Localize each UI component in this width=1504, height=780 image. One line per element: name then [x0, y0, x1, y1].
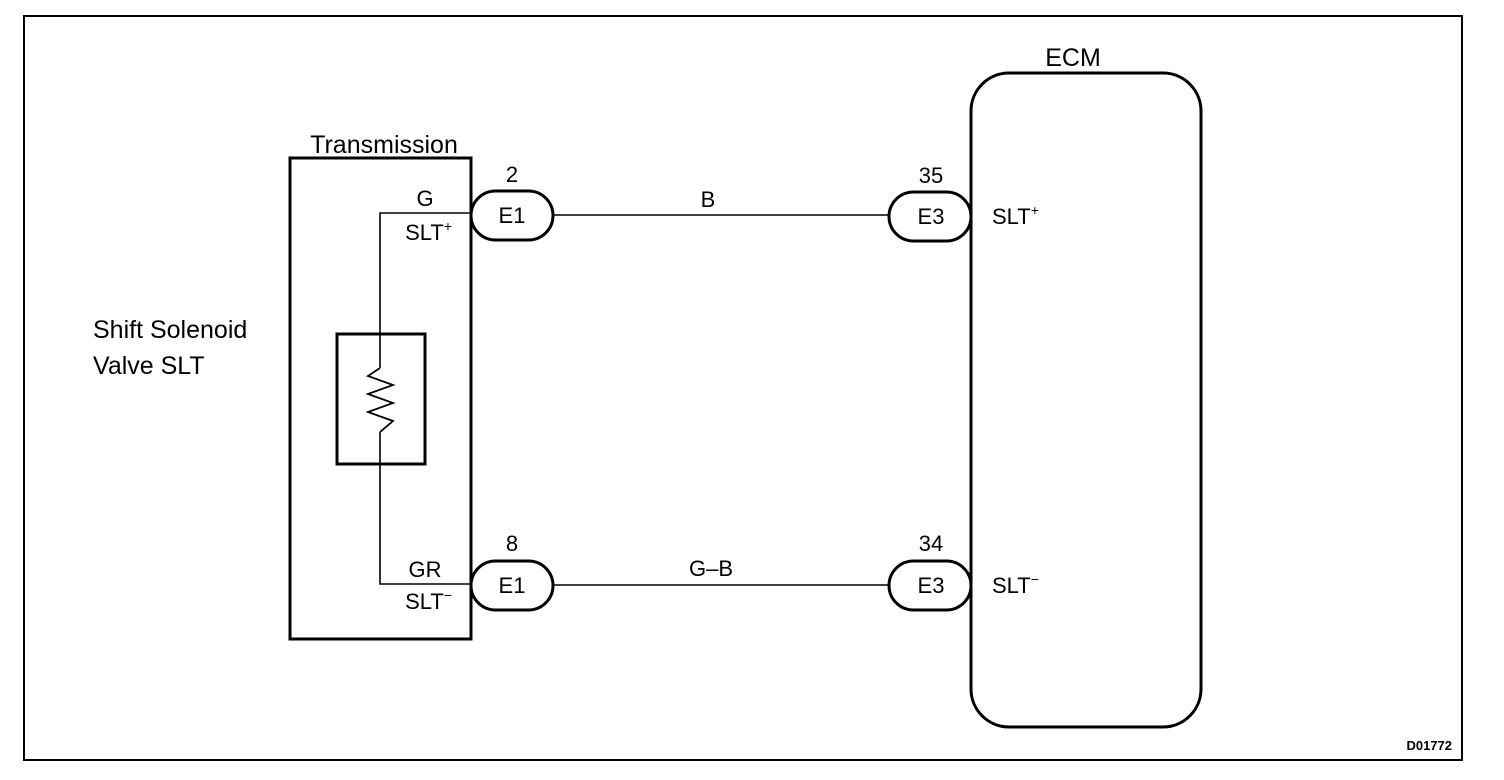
transmission-label: Transmission — [310, 131, 458, 159]
connector-right-top-name: E3 — [918, 204, 945, 229]
solenoid-coil-symbol — [365, 367, 396, 433]
trans-bottom-signal: SLT− — [405, 587, 452, 614]
trans-bottom-wire-color: GR — [409, 557, 442, 582]
solenoid-wire-top — [379, 212, 471, 368]
trans-top-signal: SLT+ — [405, 218, 452, 245]
ecm-bottom-signal: SLT− — [992, 571, 1039, 598]
connector-left-top-name: E1 — [499, 203, 526, 228]
connector-left-bottom-name: E1 — [499, 573, 526, 598]
transmission-box — [288, 156, 473, 641]
wire-bottom-color-label: G–B — [689, 556, 733, 581]
diagram-frame — [23, 15, 1463, 761]
figure-code: D01772 — [1406, 738, 1452, 753]
trans-top-wire-color: G — [416, 186, 433, 211]
ecm-top-signal: SLT+ — [992, 202, 1039, 229]
solenoid-label-line2: Valve SLT — [93, 352, 205, 380]
solenoid-wire-bottom — [379, 432, 471, 585]
solenoid-box — [335, 332, 427, 466]
solenoid-label-line1: Shift Solenoid — [93, 316, 247, 344]
connector-left-top-pin: 2 — [506, 162, 518, 187]
ecm-box — [969, 71, 1203, 729]
connector-right-bottom-name: E3 — [918, 573, 945, 598]
ecm-label: ECM — [1045, 44, 1101, 72]
connector-left-bottom-pin: 8 — [506, 531, 518, 556]
connector-right-top-pin: 35 — [919, 163, 943, 188]
connector-right-bottom-pin: 34 — [919, 531, 943, 556]
wire-top-color-label: B — [701, 187, 716, 212]
